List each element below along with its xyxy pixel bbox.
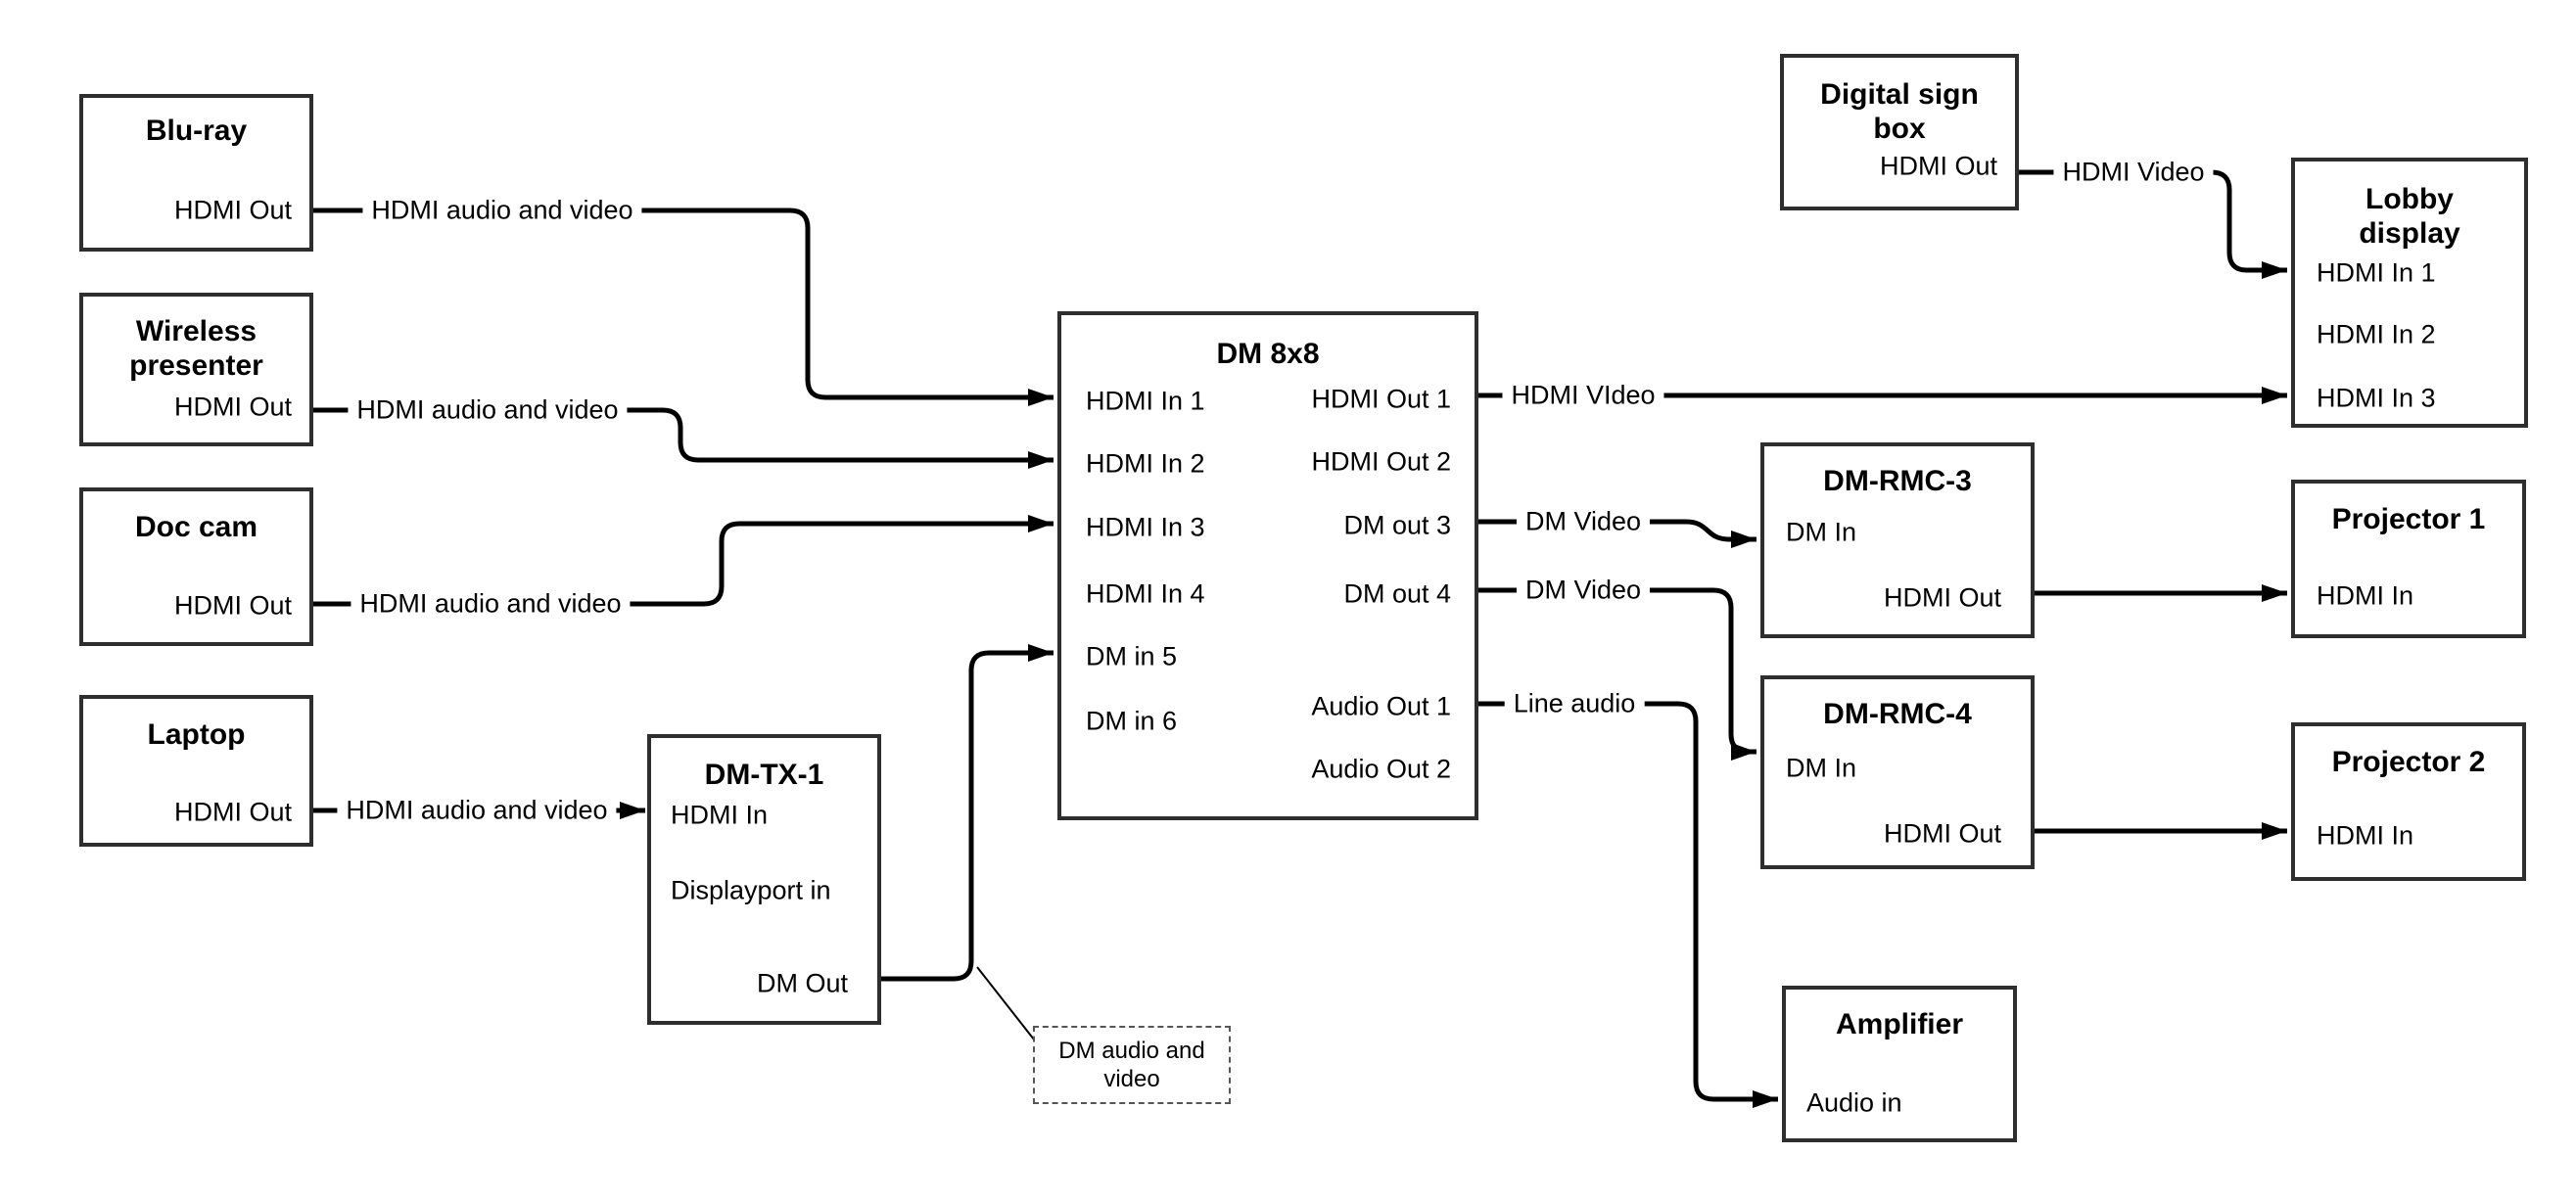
wire-label-doccam-feed: HDMI audio and video	[351, 586, 631, 622]
annotation-leader-line	[976, 966, 1035, 1040]
digital-sign-port-hdmi-out: HDMI Out	[1879, 151, 1997, 181]
rmc4-port-dm-in: DM In	[1786, 753, 1857, 783]
box-lobby-display: Lobby display HDMI In 1 HDMI In 2 HDMI I…	[2291, 158, 2528, 428]
box-projector-2: Projector 2 HDMI In	[2291, 722, 2526, 881]
annotation-line2: video	[1103, 1066, 1160, 1092]
laptop-port-hdmi-out: HDMI Out	[173, 797, 292, 827]
box-bluray-title: Blu-ray	[145, 115, 248, 147]
box-projector-2-title: Projector 2	[2331, 746, 2486, 778]
dm8x8-port-hdmi-in-4: HDMI In 4	[1086, 578, 1205, 609]
lobby-port-hdmi-in-2: HDMI In 2	[2317, 319, 2436, 349]
box-bluray: Blu-ray HDMI Out	[79, 94, 313, 252]
dm8x8-port-hdmi-in-1: HDMI In 1	[1086, 386, 1205, 416]
lobby-port-hdmi-in-1: HDMI In 1	[2317, 257, 2436, 288]
dm8x8-port-dm-out-3: DM out 3	[1343, 510, 1451, 540]
dm8x8-port-dm-in-5: DM in 5	[1086, 641, 1178, 671]
box-projector-1-title: Projector 1	[2331, 503, 2486, 535]
rmc3-port-dm-in: DM In	[1786, 517, 1857, 547]
box-laptop-title: Laptop	[147, 718, 246, 751]
wire-digital-sign-to-lobby-in1	[2019, 169, 2287, 279]
wire-label-wireless-feed: HDMI audio and video	[348, 393, 628, 428]
box-digital-sign-title-line2: box	[1873, 113, 1926, 145]
doccam-port-hdmi-out: HDMI Out	[173, 590, 292, 621]
dm8x8-port-audio-out-2: Audio Out 2	[1311, 754, 1451, 784]
dm8x8-port-dm-out-4: DM out 4	[1343, 578, 1451, 609]
box-wireless-title-line1: Wireless	[135, 315, 258, 347]
box-wireless-title-line2: presenter	[129, 349, 263, 382]
box-laptop: Laptop HDMI Out	[79, 695, 313, 847]
wire-dm8x8-out3-to-rmc3	[1478, 519, 1756, 548]
annotation-line1: DM audio and	[1058, 1038, 1205, 1064]
box-dm-tx-1-title: DM-TX-1	[704, 759, 824, 791]
wire-label-hdmi-out1: HDMI VIdeo	[1502, 378, 1664, 413]
dmtx1-port-displayport-in: Displayport in	[671, 875, 831, 905]
dm8x8-port-hdmi-in-3: HDMI In 3	[1086, 512, 1205, 542]
dm8x8-port-hdmi-in-2: HDMI In 2	[1086, 448, 1205, 479]
dm8x8-port-hdmi-out-2: HDMI Out 2	[1311, 446, 1451, 477]
bluray-port-hdmi-out: HDMI Out	[173, 195, 292, 225]
box-dm-8x8: DM 8x8 HDMI In 1 HDMI In 2 HDMI In 3 HDM…	[1057, 311, 1478, 820]
box-dm-rmc-3-title: DM-RMC-3	[1823, 465, 1972, 497]
dm8x8-port-hdmi-out-1: HDMI Out 1	[1311, 384, 1451, 414]
box-lobby-title-line2: display	[2359, 217, 2460, 250]
dmtx1-port-hdmi-in: HDMI In	[671, 800, 769, 830]
annotation-dm-audio-video: DM audio and video	[1033, 1026, 1231, 1104]
box-doc-cam-title: Doc cam	[134, 511, 258, 543]
box-amplifier-title: Amplifier	[1835, 1008, 1964, 1040]
box-dm-rmc-4-title: DM-RMC-4	[1823, 698, 1972, 730]
proj1-port-hdmi-in: HDMI In	[2317, 580, 2414, 611]
dmtx1-port-dm-out: DM Out	[756, 968, 848, 998]
box-wireless-presenter: Wireless presenter HDMI Out	[79, 293, 313, 446]
wire-label-audio-out1: Line audio	[1504, 686, 1645, 721]
wire-dmtx1-to-dm8x8-in5	[881, 644, 1054, 982]
rmc3-port-hdmi-out: HDMI Out	[1883, 582, 2001, 613]
box-dm-rmc-3: DM-RMC-3 DM In HDMI Out	[1760, 442, 2035, 638]
wire-bluray-to-dm8x8-in1	[313, 208, 1054, 406]
wire-doccam-to-dm8x8-in3	[313, 515, 1054, 607]
box-dm-tx-1: DM-TX-1 HDMI In Displayport in DM Out	[647, 734, 881, 1025]
box-dm-8x8-title: DM 8x8	[1216, 338, 1320, 370]
box-digital-sign-title-line1: Digital sign	[1820, 78, 1979, 111]
lobby-port-hdmi-in-3: HDMI In 3	[2317, 383, 2436, 413]
wire-label-digital-sign: HDMI Video	[2053, 155, 2214, 190]
wire-label-dm-out3: DM Video	[1516, 504, 1651, 539]
dm8x8-port-dm-in-6: DM in 6	[1086, 706, 1178, 736]
box-digital-sign: Digital sign box HDMI Out	[1780, 54, 2019, 210]
dm8x8-port-audio-out-1: Audio Out 1	[1311, 691, 1451, 721]
box-lobby-title-line1: Lobby	[2365, 183, 2454, 215]
wire-dm8x8-out4-to-rmc4	[1478, 587, 1756, 761]
amplifier-port-audio-in: Audio in	[1806, 1087, 1902, 1118]
box-projector-1: Projector 1 HDMI In	[2291, 480, 2526, 638]
wire-label-bluray-feed: HDMI audio and video	[362, 193, 642, 228]
wire-label-dm-out4: DM Video	[1516, 573, 1651, 608]
wire-wireless-to-dm8x8-in2	[313, 407, 1054, 469]
box-amplifier: Amplifier Audio in	[1782, 986, 2017, 1142]
rmc4-port-hdmi-out: HDMI Out	[1883, 818, 2001, 849]
proj2-port-hdmi-in: HDMI In	[2317, 820, 2414, 851]
box-dm-rmc-4: DM-RMC-4 DM In HDMI Out	[1760, 675, 2035, 869]
wireless-port-hdmi-out: HDMI Out	[173, 392, 292, 422]
wire-dm8x8-audio1-to-amplifier	[1478, 701, 1778, 1108]
wire-label-laptop-feed: HDMI audio and video	[337, 793, 617, 828]
box-doc-cam: Doc cam HDMI Out	[79, 487, 313, 646]
